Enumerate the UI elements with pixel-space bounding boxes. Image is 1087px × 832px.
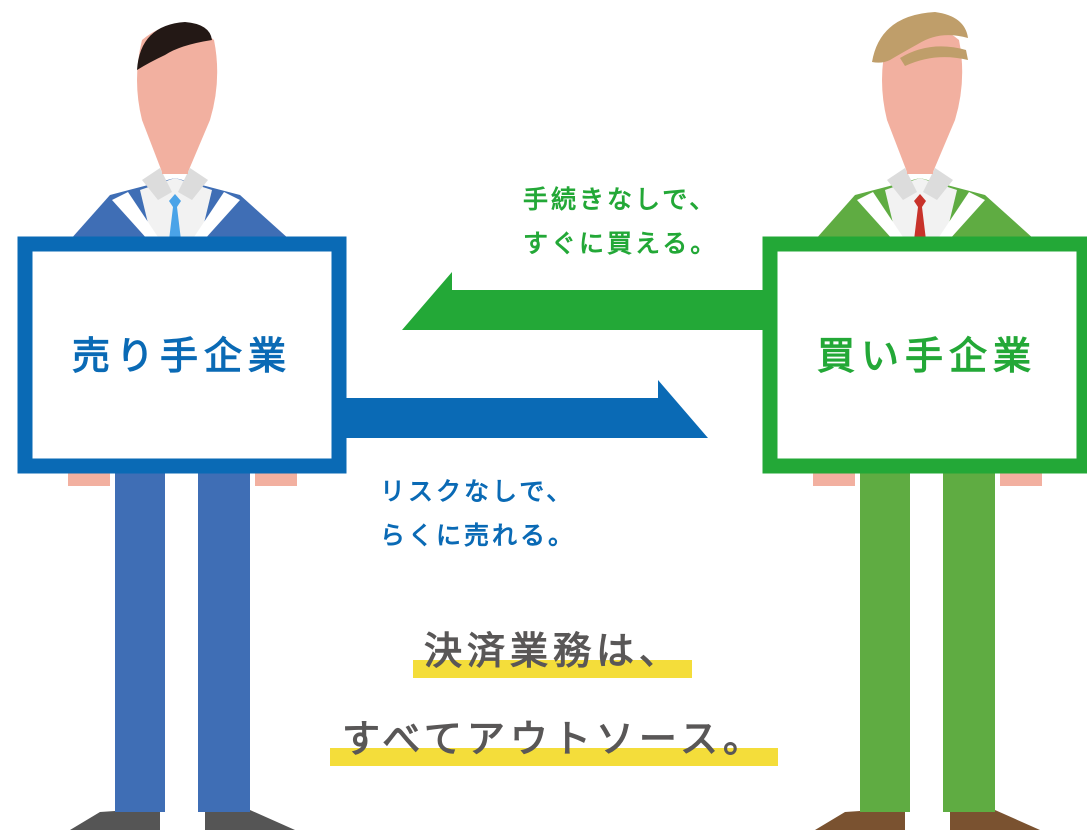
tagline: 決済業務は、 すべてアウトソース。 [330, 629, 778, 766]
buyer-right-shoe [950, 808, 1040, 830]
buyer-head [882, 25, 963, 172]
seller-right-lapel [192, 192, 240, 240]
seller-right-shoe [205, 808, 295, 830]
seller-head [137, 25, 218, 172]
buyer-caption: 手続きなしで、 すぐに買える。 [523, 185, 718, 258]
buyer-to-seller-arrow [402, 272, 770, 330]
buyer-leg-gap [910, 488, 943, 812]
buyer-hair [872, 12, 968, 63]
buyer-sign: 買い手企業 [762, 236, 1087, 474]
seller-caption-line1: リスクなしで、 [380, 477, 574, 506]
seller-caption-line2: らくに売れる。 [380, 521, 576, 550]
buyer-right-leg [943, 470, 995, 812]
seller-right-leg [198, 470, 250, 812]
buyer-collar-left [887, 168, 917, 200]
buyer-left-shoe [815, 808, 905, 830]
seller-to-buyer-arrow [340, 380, 708, 438]
seller-caption: リスクなしで、 らくに売れる。 [380, 477, 576, 550]
buyer-collar-right [923, 168, 953, 200]
buyer-sign-label: 買い手企業 [817, 334, 1037, 378]
buyer-left-leg [860, 470, 910, 812]
seller-sign: 売り手企業 [17, 236, 347, 474]
buyer-caption-line1: 手続きなしで、 [523, 185, 717, 214]
tagline-highlight-1 [413, 660, 692, 678]
buyer-hair-wave [900, 46, 968, 66]
buyer-caption-line2: すぐに買える。 [523, 229, 718, 258]
tagline-highlight-2 [330, 748, 778, 766]
seller-collar-right [178, 168, 208, 200]
seller-left-leg [115, 470, 165, 812]
seller-sign-label: 売り手企業 [72, 334, 292, 378]
buyer-sign-board [762, 236, 1087, 474]
seller-hair [137, 22, 212, 70]
buyer-tie [914, 194, 926, 240]
seller-left-shoe [70, 808, 160, 830]
tagline-line1: 決済業務は、 [424, 629, 682, 673]
seller-collar-left [142, 168, 172, 200]
buyer-right-lapel [937, 192, 985, 240]
seller-tie [169, 194, 181, 240]
tagline-line2: すべてアウトソース。 [342, 717, 766, 761]
buyer-left-lapel [857, 192, 905, 240]
seller-leg-gap [165, 488, 198, 812]
seller-left-lapel [112, 192, 160, 240]
seller-sign-board [17, 236, 347, 474]
